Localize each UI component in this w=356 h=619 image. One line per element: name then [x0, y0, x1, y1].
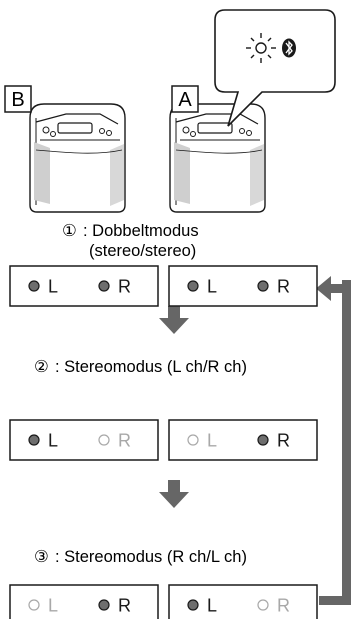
speaker-b-label: B	[11, 89, 24, 111]
speaker-a-label-box	[171, 85, 199, 113]
indicator-dot-right-lit	[98, 280, 110, 292]
indicator-dot-left-lit	[28, 434, 40, 446]
mode-3-title: : Stereomodus (R ch/L ch)	[55, 548, 247, 566]
channel-label-right: R	[118, 277, 131, 297]
mode-1-title: : Dobbeltmodus	[83, 222, 199, 240]
indicator-box	[168, 419, 318, 461]
indicator-dot-left-lit	[28, 280, 40, 292]
speaker-a	[169, 103, 266, 213]
indicator-dot-right-off	[257, 599, 269, 611]
mode-3-number: ③	[34, 548, 49, 566]
speaker-b	[29, 103, 126, 213]
channel-label-left: L	[207, 596, 217, 616]
channel-label-left: L	[48, 596, 58, 616]
down-arrow-icon	[159, 480, 189, 508]
channel-label-right: R	[277, 431, 290, 451]
mode-1-subtitle: (stereo/stereo)	[89, 242, 196, 260]
return-loop-arrow	[316, 276, 351, 605]
indicator-box	[9, 584, 159, 619]
channel-label-right: R	[118, 596, 131, 616]
indicator-dot-left-off	[28, 599, 40, 611]
channel-label-right: R	[277, 596, 290, 616]
indicator-box	[9, 265, 159, 307]
channel-label-left: L	[207, 431, 217, 451]
down-arrow-icon	[159, 306, 189, 334]
indicator-dot-right-lit	[257, 280, 269, 292]
indicator-dot-right-off	[98, 434, 110, 446]
speaker-a-label: A	[178, 89, 192, 111]
channel-label-left: L	[207, 277, 217, 297]
speaker-b-label-box	[4, 85, 32, 113]
channel-label-left: L	[48, 277, 58, 297]
channel-label-left: L	[48, 431, 58, 451]
callout-bubble	[214, 9, 336, 127]
indicator-dot-right-lit	[257, 434, 269, 446]
indicator-dot-left-off	[187, 434, 199, 446]
indicator-dot-left-lit	[187, 280, 199, 292]
mode-2-number: ②	[34, 358, 49, 376]
indicator-dot-right-lit	[98, 599, 110, 611]
channel-label-right: R	[277, 277, 290, 297]
indicator-light-blinking-icon	[246, 33, 276, 63]
bluetooth-icon	[282, 38, 296, 58]
channel-label-right: R	[118, 431, 131, 451]
mode-2-title: : Stereomodus (L ch/R ch)	[55, 358, 247, 376]
indicator-dot-left-lit	[187, 599, 199, 611]
mode-1-number: ①	[62, 222, 77, 240]
